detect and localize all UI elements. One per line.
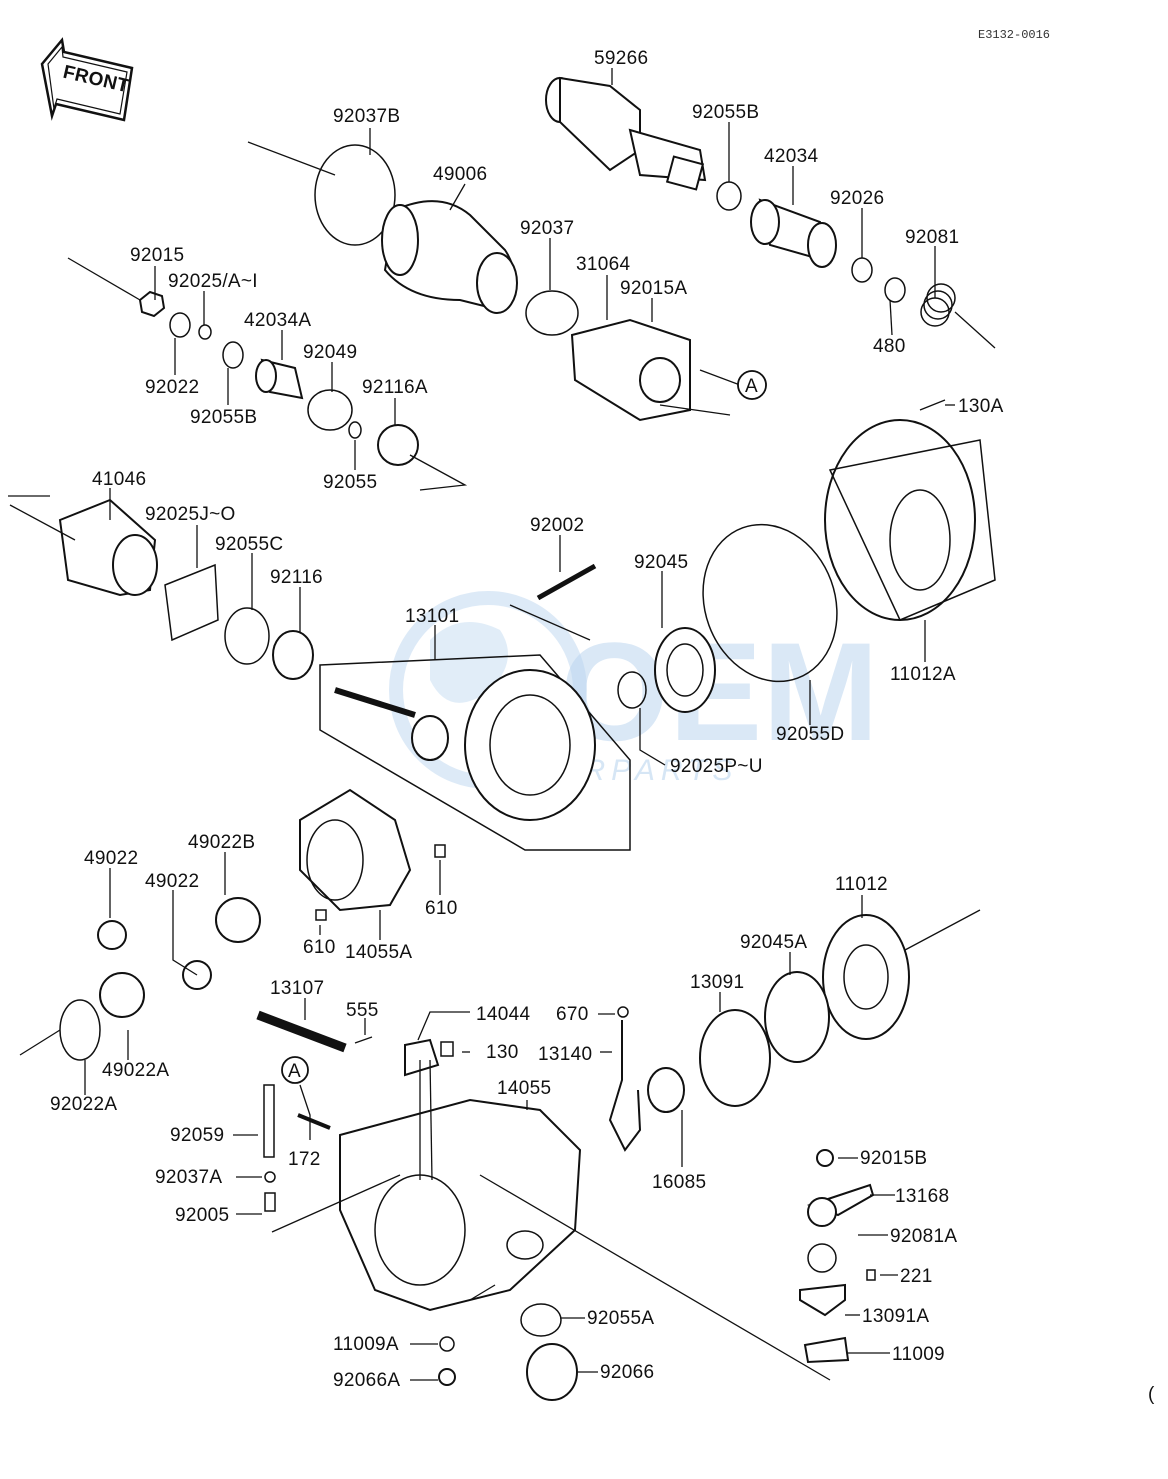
svg-text:A: A bbox=[745, 376, 758, 397]
part-label: 13107 bbox=[270, 978, 324, 999]
part-label: 92022A bbox=[50, 1094, 117, 1115]
nut-92015-shape bbox=[138, 290, 166, 318]
part-label: 49006 bbox=[433, 164, 487, 185]
part-label: 92002 bbox=[530, 515, 584, 536]
diagram-code: E3132-0016 bbox=[978, 28, 1050, 42]
part-label: 16085 bbox=[652, 1172, 706, 1193]
part-label: 92055C bbox=[215, 534, 283, 555]
part-label: 49022 bbox=[84, 848, 138, 869]
part-label: 41046 bbox=[92, 469, 146, 490]
part-label: 92015B bbox=[860, 1148, 927, 1169]
part-label: 92025J~O bbox=[145, 504, 236, 525]
part-label: 92045A bbox=[740, 932, 807, 953]
housing-41046-shape bbox=[58, 498, 158, 597]
part-label: 92037 bbox=[520, 218, 574, 239]
part-label: 49022B bbox=[188, 832, 255, 853]
part-label: 13168 bbox=[895, 1186, 949, 1207]
part-label: 92055A bbox=[587, 1308, 654, 1329]
housing-31064-shape bbox=[570, 318, 767, 422]
part-label: 92116 bbox=[270, 567, 323, 588]
housing-11012A-shape bbox=[824, 419, 996, 621]
part-label: 13140 bbox=[538, 1044, 592, 1065]
part-label: 14055 bbox=[497, 1078, 551, 1099]
part-label: 92022 bbox=[145, 377, 199, 398]
spring-92081-shape bbox=[920, 283, 956, 327]
part-label: 555 bbox=[346, 1000, 379, 1021]
part-label: 92025/A~I bbox=[168, 271, 258, 292]
part-label: 92037B bbox=[333, 106, 400, 127]
part-label: 92059 bbox=[170, 1125, 224, 1146]
sleeve-42034-shape bbox=[750, 198, 837, 268]
part-label: 92081 bbox=[905, 227, 959, 248]
watermark-brand: OEM bbox=[560, 613, 879, 770]
part-label: 92049 bbox=[303, 342, 357, 363]
part-label: 92116A bbox=[362, 377, 428, 398]
part-label: 92066A bbox=[333, 1370, 400, 1391]
ref-marker-a-top: A bbox=[737, 370, 767, 400]
edge-mark: ( bbox=[1148, 1384, 1155, 1405]
part-label: 42034 bbox=[764, 146, 818, 167]
svg-text:A: A bbox=[288, 1061, 301, 1082]
part-label: 92081A bbox=[890, 1226, 957, 1247]
part-label: 92055 bbox=[323, 472, 377, 493]
part-label: 11012 bbox=[835, 874, 888, 895]
part-label: 13091A bbox=[862, 1306, 929, 1327]
case-14055A-shape bbox=[299, 788, 412, 912]
part-label: 92025P~U bbox=[670, 756, 763, 777]
front-arrow: FRONT bbox=[40, 37, 134, 122]
part-label: 13091 bbox=[690, 972, 744, 993]
part-label: 221 bbox=[900, 1266, 933, 1287]
leader-lines bbox=[8, 68, 996, 1381]
part-label: 11009 bbox=[892, 1344, 945, 1365]
part-label: 172 bbox=[288, 1149, 321, 1170]
part-label: 130A bbox=[958, 396, 1004, 417]
part-label: 49022A bbox=[102, 1060, 169, 1081]
part-label: 92045 bbox=[634, 552, 688, 573]
clamp-shape bbox=[314, 144, 396, 246]
part-label: 42034A bbox=[244, 310, 311, 331]
part-label: 92015 bbox=[130, 245, 184, 266]
part-label: 92055D bbox=[776, 724, 844, 745]
part-label: 92066 bbox=[600, 1362, 654, 1383]
part-label: 130 bbox=[486, 1042, 519, 1063]
cv-joint-shape bbox=[545, 76, 707, 191]
part-label: 31064 bbox=[576, 254, 630, 275]
part-label: 14055A bbox=[345, 942, 412, 963]
part-label: 92015A bbox=[620, 278, 687, 299]
boot-shape bbox=[381, 200, 518, 314]
part-label: 11009A bbox=[333, 1334, 399, 1355]
part-labels: 59266 92037B 49006 92055B 42034 92026 92… bbox=[50, 48, 1004, 1391]
part-label: 610 bbox=[303, 937, 336, 958]
part-label: 14044 bbox=[476, 1004, 530, 1025]
part-label: 610 bbox=[425, 898, 458, 919]
part-label: 480 bbox=[873, 336, 906, 357]
watermark: OEM MOTORPARTS bbox=[389, 591, 879, 789]
part-label: 92055B bbox=[190, 407, 257, 428]
gear-42034A-shape bbox=[255, 358, 304, 400]
part-label: 670 bbox=[556, 1004, 589, 1025]
clamp2-shape bbox=[525, 290, 579, 336]
case-14055-shape bbox=[339, 1098, 582, 1312]
part-label: 92037A bbox=[155, 1167, 222, 1188]
part-label: 11012A bbox=[890, 664, 956, 685]
part-label: 49022 bbox=[145, 871, 199, 892]
gear-set-13101-shape bbox=[319, 654, 631, 851]
part-label: 92026 bbox=[830, 188, 884, 209]
part-label: 59266 bbox=[594, 48, 648, 69]
part-label: 92055B bbox=[692, 102, 759, 123]
part-shapes bbox=[58, 76, 996, 1401]
part-label: 13101 bbox=[405, 606, 459, 627]
part-label: 92005 bbox=[175, 1205, 229, 1226]
ref-marker-a-bottom: A bbox=[281, 1056, 309, 1084]
